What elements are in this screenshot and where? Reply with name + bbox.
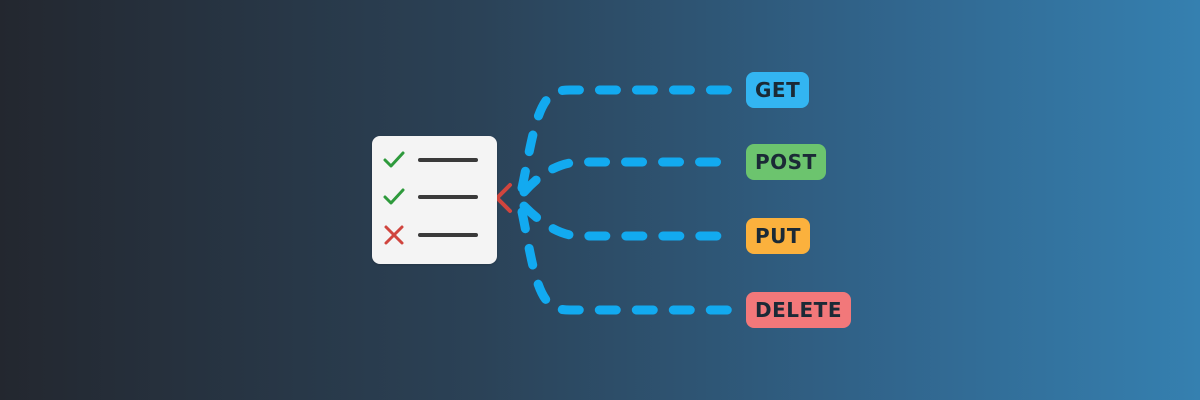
method-badge-post: POST — [746, 144, 826, 180]
checklist-item-3 — [382, 223, 482, 247]
connector-post — [519, 157, 733, 197]
test-checklist-card — [372, 136, 497, 264]
check-icon — [383, 151, 405, 168]
check-icon — [383, 188, 405, 205]
method-badge-get: GET — [746, 72, 810, 108]
checklist-item-2 — [382, 185, 482, 209]
connector-delete — [517, 207, 733, 315]
method-badge-delete: DELETE — [746, 292, 851, 328]
cross-icon — [384, 225, 404, 245]
checklist-line — [418, 233, 478, 237]
checklist-line — [418, 195, 478, 199]
method-badge-put: PUT — [746, 218, 811, 254]
connector-get — [517, 85, 733, 193]
connector-put — [519, 201, 733, 241]
checklist-item-1 — [382, 148, 482, 172]
checklist-line — [418, 158, 478, 162]
